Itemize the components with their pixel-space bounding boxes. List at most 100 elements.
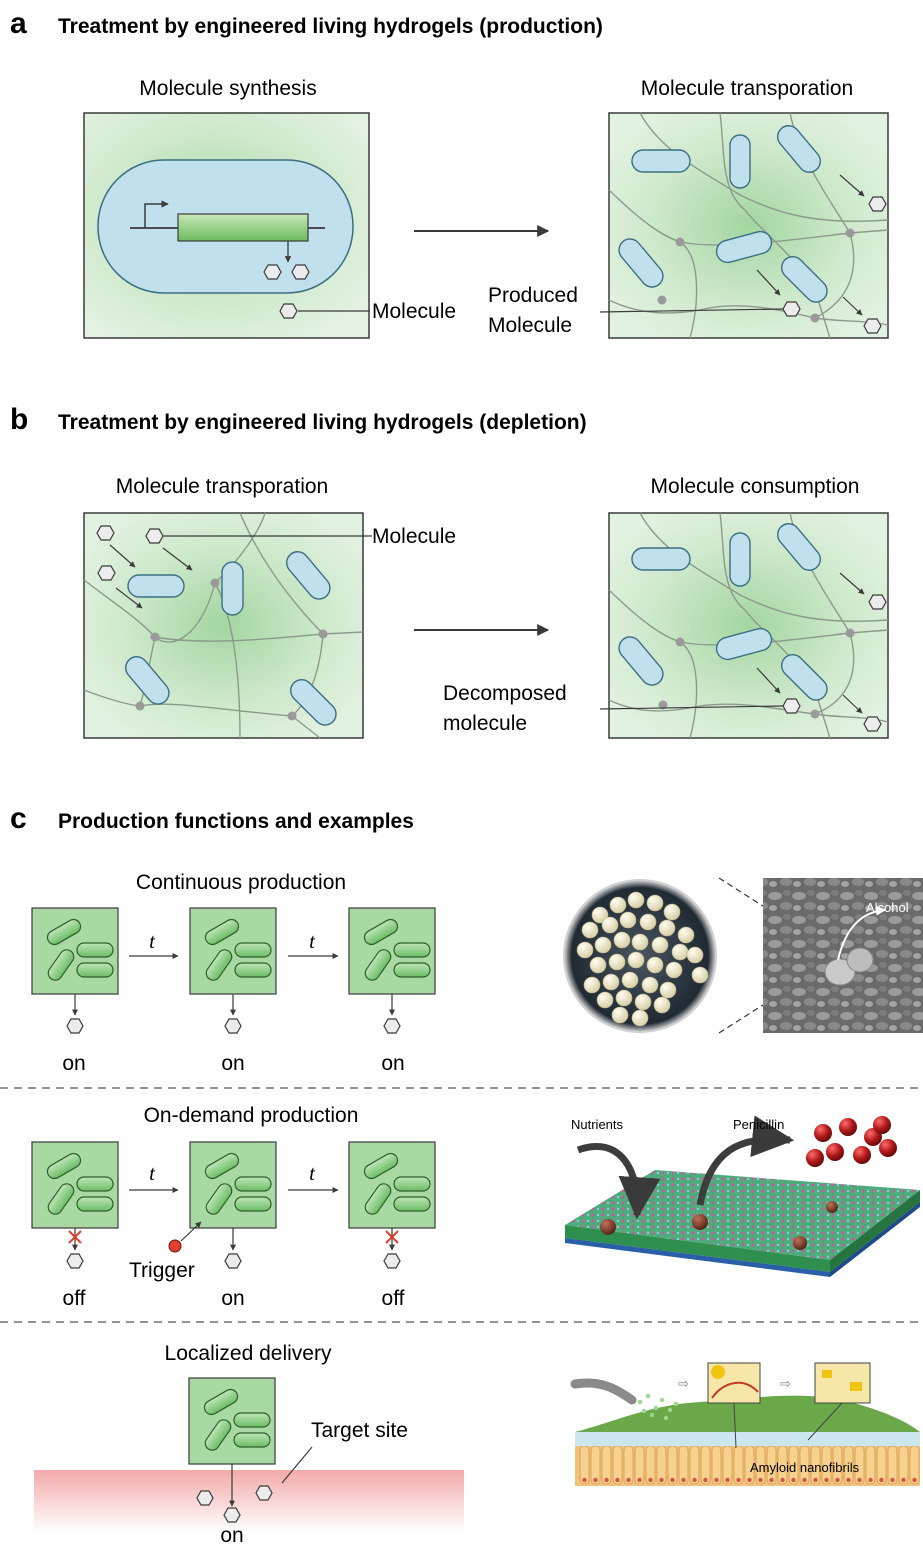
panel-a-left-subtitle: Molecule synthesis	[139, 77, 316, 100]
molecule-icon	[868, 594, 887, 610]
bacterium-icon	[393, 942, 431, 958]
hydrogel-bead	[671, 943, 689, 961]
localized-row	[188, 1377, 276, 1523]
penicillin-sphere	[839, 1118, 857, 1136]
bacteria-cells	[125, 551, 337, 726]
hydrogel-bead	[589, 956, 607, 974]
spray-droplet	[637, 1399, 643, 1405]
hydrogel-bead	[646, 956, 664, 974]
molecule-icon	[66, 1018, 84, 1034]
cell-nucleus	[582, 1477, 587, 1483]
penicillin-sphere	[814, 1124, 832, 1142]
panel-b-letter: b	[10, 403, 28, 436]
spray-droplet	[659, 1397, 665, 1403]
amyloid-label: Amyloid nanofibrils	[750, 1460, 860, 1475]
hydrogel-bead	[621, 971, 639, 989]
bacterium-icon	[46, 918, 82, 946]
trigger-label: Trigger	[129, 1259, 195, 1282]
photo-sem: Alcohol	[763, 878, 923, 1033]
molecule-icon	[196, 1490, 214, 1506]
alcohol-label: Alcohol	[866, 900, 909, 915]
cell-nucleus	[835, 1477, 840, 1483]
molecule-icon	[383, 1253, 401, 1269]
hydrogel-bead	[658, 919, 676, 937]
hydrogel-bead	[659, 981, 677, 999]
hydrogel-bead	[583, 976, 601, 994]
hydrogel-bead	[591, 906, 609, 924]
molecule-icon	[263, 264, 282, 280]
hydrogel-bead	[639, 913, 657, 931]
hydrogel-bead	[609, 896, 627, 914]
cell-nucleus	[681, 1477, 686, 1483]
cell-nucleus	[604, 1477, 609, 1483]
panel-a-title: Treatment by engineered living hydrogels…	[58, 15, 603, 38]
spray-droplet	[673, 1401, 679, 1407]
hydrogel-bead	[613, 931, 631, 949]
hydrogel-bead	[665, 961, 683, 979]
hydrogel-bead	[619, 911, 637, 929]
bacterium-icon	[203, 1388, 239, 1416]
nutrients-label: Nutrients	[571, 1117, 624, 1132]
time-label: t	[149, 929, 156, 953]
arrow-icon: ⇨	[780, 1376, 791, 1391]
bacterium-icon	[393, 962, 431, 978]
molecule-icon	[868, 196, 887, 212]
synthesis-box	[83, 112, 370, 339]
bacterium-icon	[76, 1176, 114, 1192]
hydrogel-bead	[641, 976, 659, 994]
molecule-icon	[863, 318, 882, 334]
blocked-cross-icon	[385, 1230, 399, 1244]
consumption-box	[608, 512, 889, 739]
cell-nucleus	[670, 1477, 675, 1483]
molecule-icon	[97, 565, 116, 581]
bacterium-icon	[234, 1176, 272, 1192]
photo-amyloid-coating: ⇨ ⇨ Amyloid nanofibrils	[570, 1362, 920, 1486]
panel-b-title: Treatment by engineered living hydrogels…	[58, 411, 587, 434]
bacterium-icon	[393, 1176, 431, 1192]
cell-nucleus	[593, 1477, 598, 1483]
bacterium-icon	[204, 1419, 232, 1451]
molecule-icon	[782, 301, 801, 317]
molecule-icon	[66, 1253, 84, 1269]
penicillin-sphere	[853, 1146, 871, 1164]
gene-icon	[177, 213, 309, 242]
cell-nucleus	[758, 1477, 763, 1483]
time-label: t	[309, 929, 316, 953]
bacterium-icon	[205, 949, 233, 981]
hydrogel-bead	[653, 996, 671, 1014]
hydrogel-bead	[627, 891, 645, 909]
penicillin-sphere	[873, 1116, 891, 1134]
bacteria-cells	[618, 523, 828, 701]
bacterium-icon	[363, 1152, 399, 1180]
hydrogel-bead	[576, 941, 594, 959]
produced-label-line1: Produced	[488, 284, 578, 307]
cell-nucleus	[615, 1477, 620, 1483]
bacterium-icon	[76, 1196, 114, 1212]
photo-hydrogel-slab: Nutrients Penicillin	[565, 1115, 920, 1277]
hydrogel-bead	[611, 1006, 629, 1024]
hydrogel-bead	[608, 953, 626, 971]
hydrogel-bead	[615, 989, 633, 1007]
molecule-icon	[782, 698, 801, 714]
cell-nucleus	[846, 1477, 851, 1483]
bacterium-icon	[47, 949, 75, 981]
bacterium-icon	[233, 1412, 271, 1428]
bacterium-icon	[234, 1196, 272, 1212]
promoter-arrow-icon	[144, 200, 169, 228]
produced-label-line2: Molecule	[488, 314, 572, 337]
cell-nucleus	[813, 1477, 818, 1483]
bacterium-icon	[205, 1183, 233, 1215]
penicillin-sphere	[806, 1149, 824, 1167]
cell-nucleus	[659, 1477, 664, 1483]
cell-nucleus	[791, 1477, 796, 1483]
time-label: t	[309, 1161, 316, 1185]
cell-nucleus	[857, 1477, 862, 1483]
hydrogel-bead	[686, 946, 704, 964]
transporation-box-a	[608, 112, 889, 339]
molecule-label: Molecule	[372, 300, 456, 323]
panel-b-left-subtitle: Molecule transporation	[116, 475, 328, 498]
molecule-icon	[224, 1253, 242, 1269]
target-tissue	[34, 1470, 464, 1532]
bacterium-icon	[204, 918, 240, 946]
photo-beads-dish	[562, 878, 719, 1033]
